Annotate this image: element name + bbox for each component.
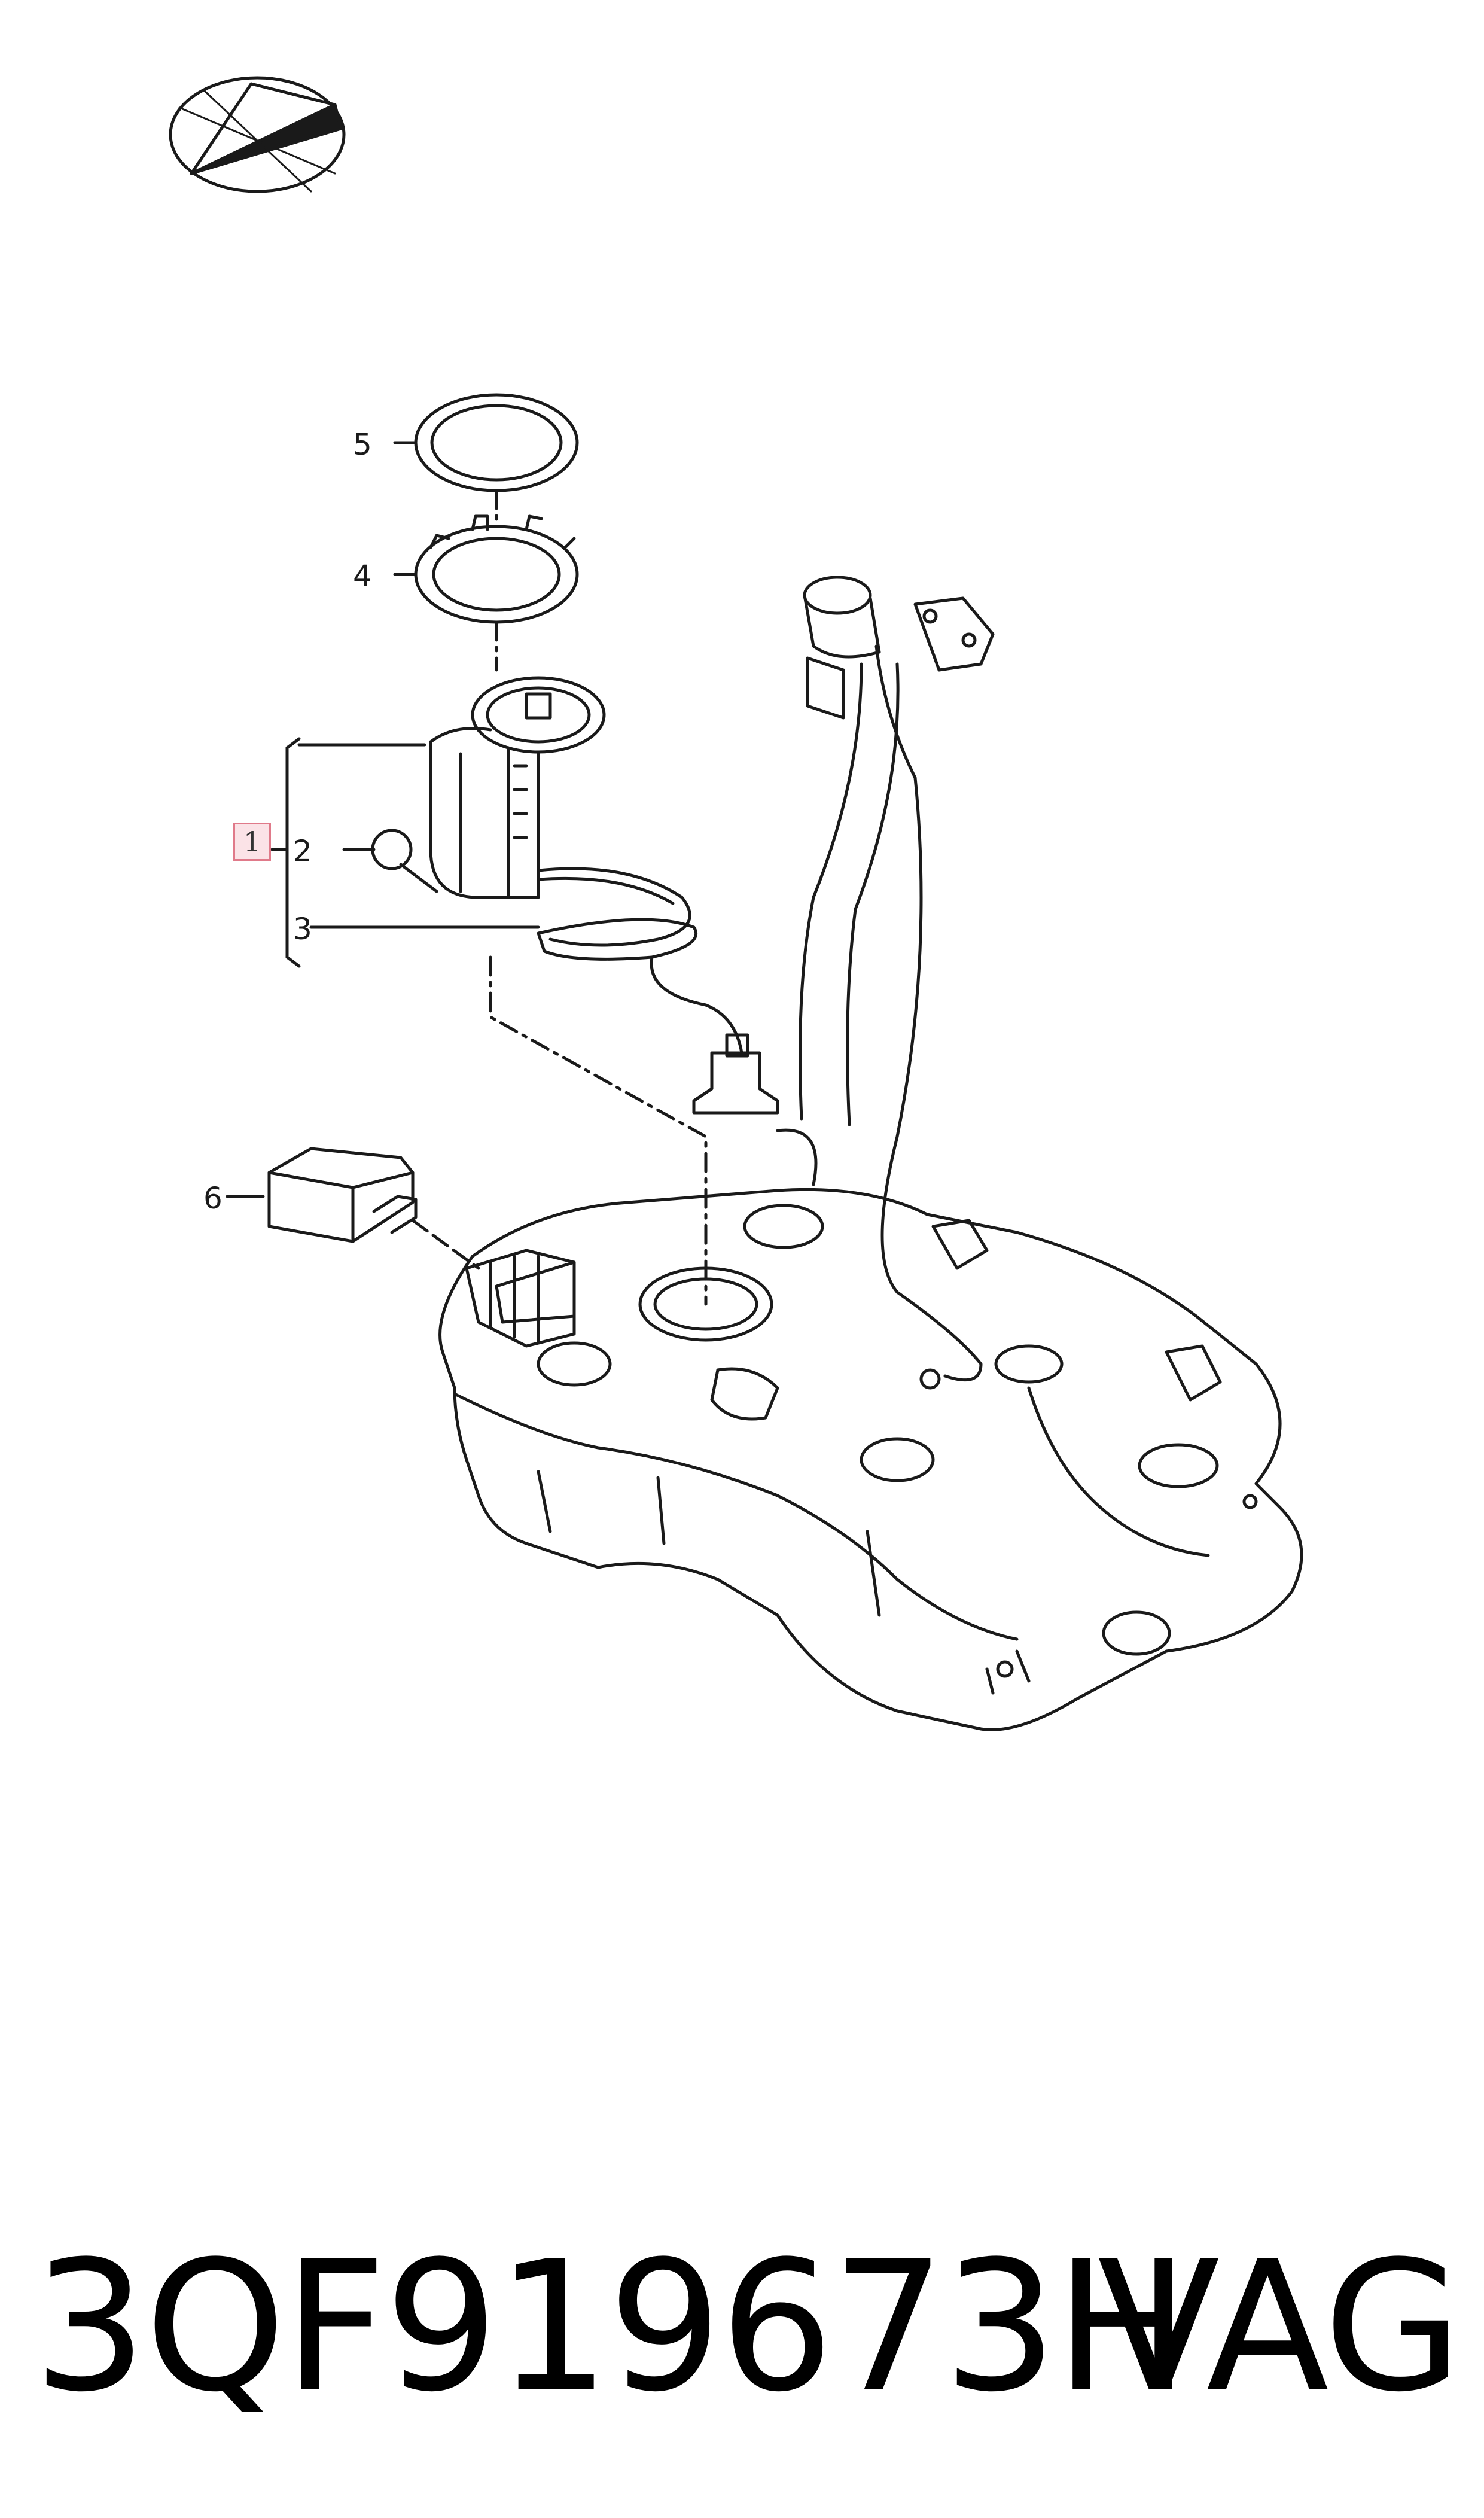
callout-1[interactable]: 1 bbox=[233, 823, 272, 861]
fuel-system-exploded-diagram bbox=[169, 76, 1303, 1731]
tank-bracket bbox=[465, 1249, 576, 1348]
paper-plane-ellipse-icon bbox=[169, 76, 346, 193]
callout-5: 5 bbox=[353, 427, 372, 462]
part-3-gasket bbox=[537, 918, 743, 1055]
brand-label: VAG bbox=[1097, 2222, 1462, 2431]
connector-bracket bbox=[692, 1033, 779, 1115]
callout-6: 6 bbox=[203, 1181, 223, 1216]
callout-1-bracket bbox=[270, 737, 540, 968]
part-4-locking-ring bbox=[393, 514, 579, 624]
part-5-seal-ring bbox=[393, 393, 579, 492]
part-number: 3QF919673H bbox=[33, 2222, 1190, 2431]
callout-3: 3 bbox=[293, 912, 312, 946]
callout-4: 4 bbox=[353, 559, 372, 593]
callout-2: 2 bbox=[293, 834, 312, 869]
fuel-filler-neck bbox=[776, 576, 995, 1390]
fuel-tank bbox=[438, 1188, 1303, 1731]
part-6-control-unit bbox=[226, 1147, 480, 1270]
part-1-fuel-pump-module bbox=[371, 676, 691, 947]
